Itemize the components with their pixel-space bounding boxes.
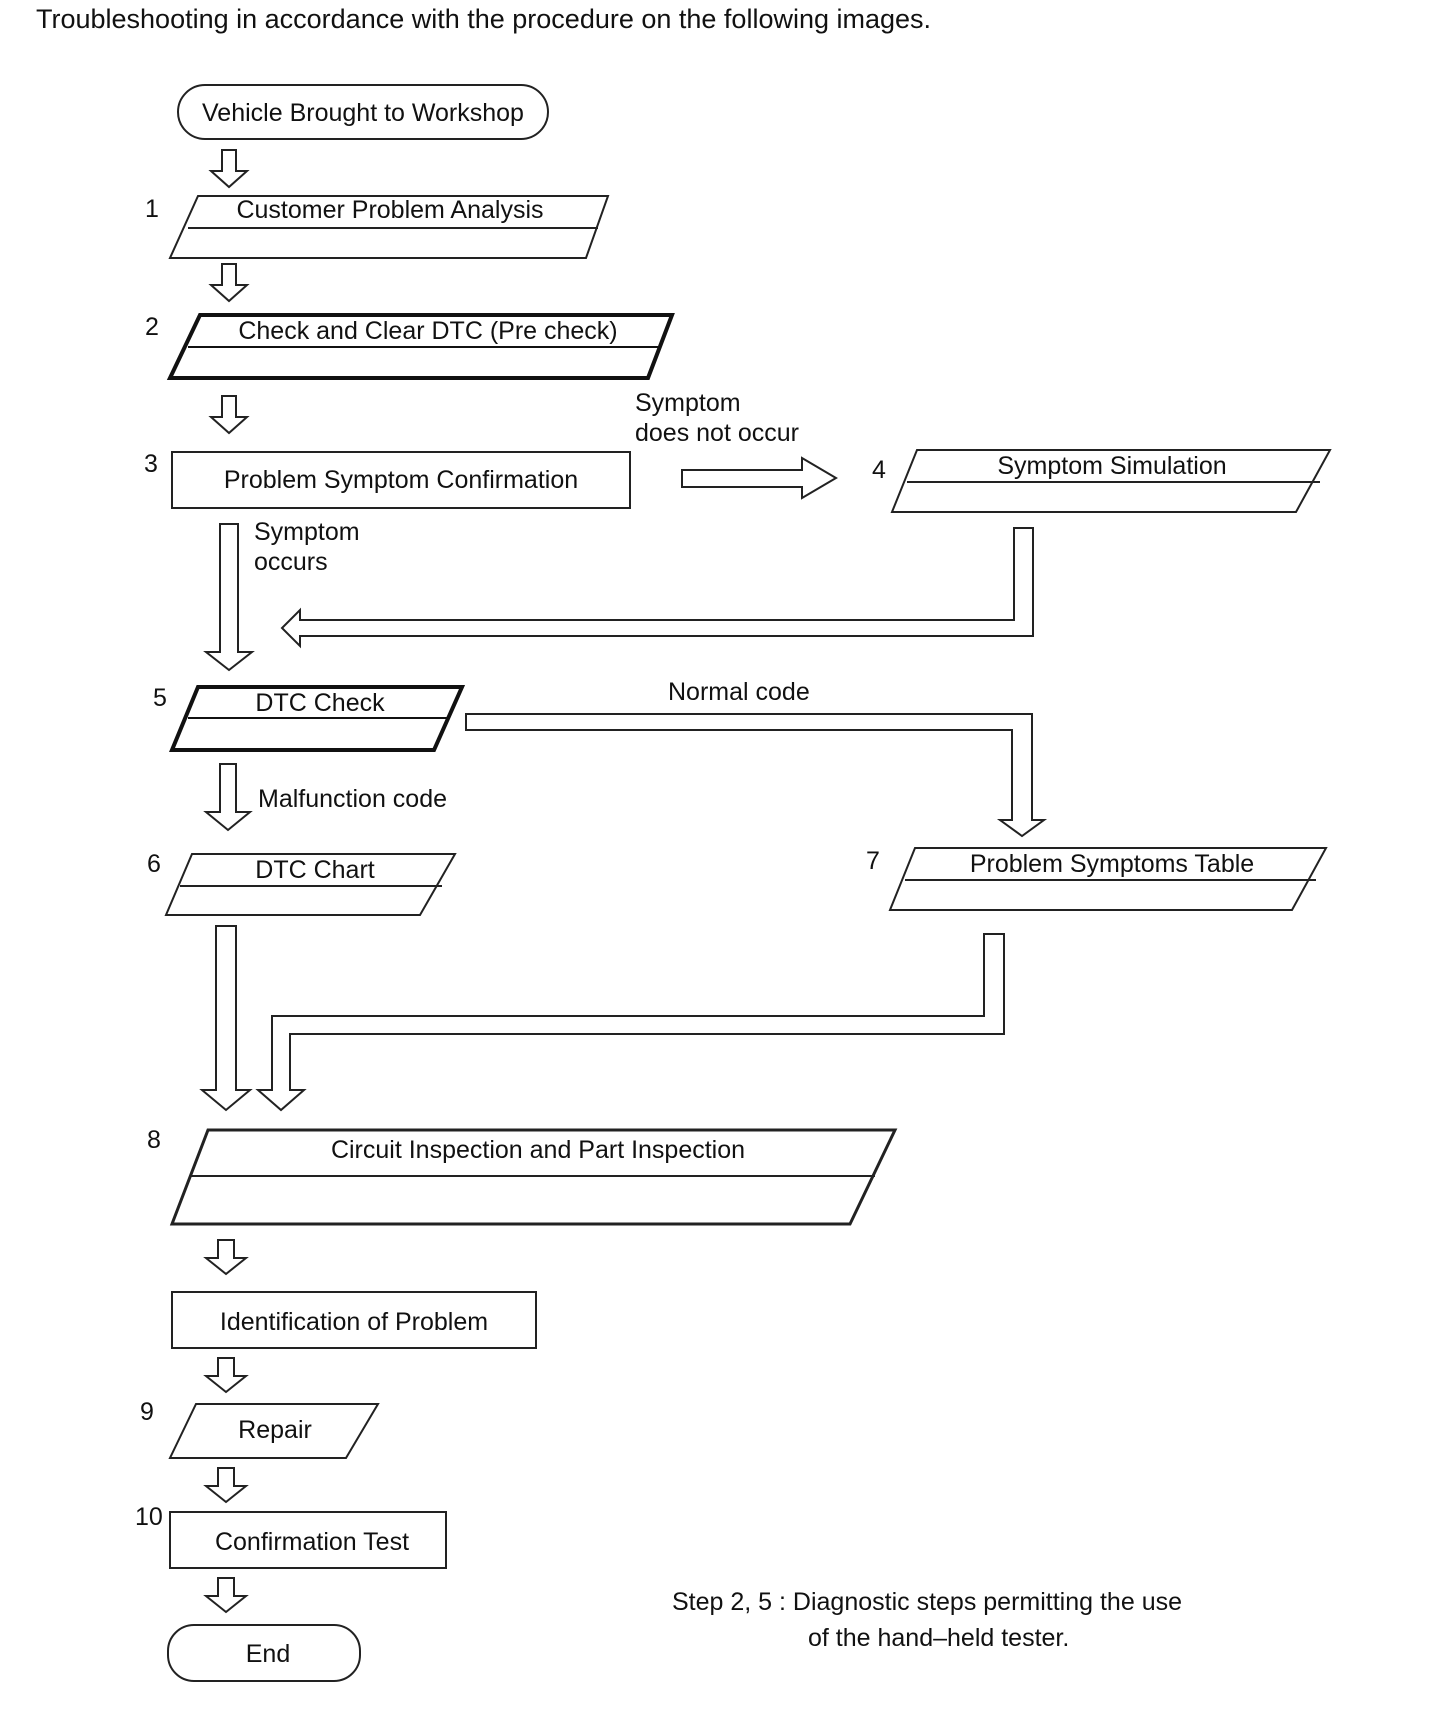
edge-label-symptom-not-occur-1: Symptom: [635, 389, 741, 417]
step-6-number: 6: [147, 850, 161, 878]
step-4-label: Symptom Simulation: [997, 452, 1226, 480]
arrow-3-to-4: [681, 456, 838, 500]
step-1-node: Customer Problem Analysis: [168, 195, 610, 259]
arrow-6-to-8: [199, 925, 253, 1112]
step-9-node: Repair: [168, 1403, 380, 1459]
arrow-5-to-7: [465, 713, 1048, 838]
step-7-node: Problem Symptoms Table: [888, 847, 1328, 911]
edge-label-symptom-occurs-1: Symptom: [254, 518, 360, 546]
step-3-node: Problem Symptom Confirmation: [171, 451, 631, 509]
step-5-number: 5: [153, 684, 167, 712]
note-line-1: Step 2, 5 : Diagnostic steps permitting …: [672, 1588, 1182, 1616]
step-6-label: DTC Chart: [255, 856, 375, 884]
end-label: End: [246, 1640, 290, 1668]
note-line-2: of the hand–held tester.: [808, 1624, 1069, 1652]
arrow-7-to-8: [255, 933, 1005, 1112]
arrow-5-to-6: [203, 763, 253, 832]
step-2-node: Check and Clear DTC (Pre check): [166, 313, 675, 380]
step-4-node: Symptom Simulation: [890, 449, 1332, 513]
step-9-number: 9: [140, 1398, 154, 1426]
arrow-10-to-end: [203, 1577, 249, 1614]
arrow-4-return: [280, 527, 1034, 649]
edge-label-malfunction-code: Malfunction code: [258, 785, 447, 813]
step-1-label: Customer Problem Analysis: [236, 196, 543, 224]
step-4-number: 4: [872, 456, 886, 484]
step-5-node: DTC Check: [169, 685, 466, 752]
step-5-label: DTC Check: [255, 689, 385, 717]
edge-label-normal-code: Normal code: [668, 678, 810, 706]
identification-node: Identification of Problem: [171, 1291, 537, 1349]
edge-label-symptom-not-occur-2: does not occur: [635, 419, 799, 447]
step-3-label: Problem Symptom Confirmation: [224, 466, 578, 494]
arrow-9-to-10: [203, 1467, 249, 1504]
arrow-start-to-1: [208, 149, 250, 189]
intro-text: Troubleshooting in accordance with the p…: [36, 4, 931, 34]
start-label: Vehicle Brought to Workshop: [202, 99, 524, 127]
end-node: End: [167, 1624, 361, 1682]
step-2-label: Check and Clear DTC (Pre check): [238, 317, 617, 345]
arrow-3-to-5: [203, 523, 255, 672]
step-1-number: 1: [145, 195, 159, 223]
step-8-number: 8: [147, 1126, 161, 1154]
arrow-2-to-3: [208, 395, 250, 435]
identification-label: Identification of Problem: [220, 1308, 488, 1336]
step-7-number: 7: [866, 847, 880, 875]
step-6-node: DTC Chart: [164, 853, 457, 916]
edge-label-symptom-occurs-2: occurs: [254, 548, 328, 576]
step-3-number: 3: [144, 450, 158, 478]
step-10-number: 10: [135, 1503, 163, 1531]
step-8-label: Circuit Inspection and Part Inspection: [331, 1136, 745, 1164]
step-10-node: Confirmation Test: [169, 1511, 447, 1569]
arrow-1-to-2: [208, 263, 250, 303]
step-8-node: Circuit Inspection and Part Inspection: [169, 1128, 898, 1226]
arrow-8-to-identification: [203, 1239, 249, 1276]
start-node: Vehicle Brought to Workshop: [177, 84, 549, 140]
step-9-label: Repair: [238, 1416, 312, 1444]
step-7-label: Problem Symptoms Table: [970, 850, 1254, 878]
arrow-identification-to-9: [203, 1357, 249, 1394]
step-10-label: Confirmation Test: [215, 1528, 409, 1556]
step-2-number: 2: [145, 313, 159, 341]
